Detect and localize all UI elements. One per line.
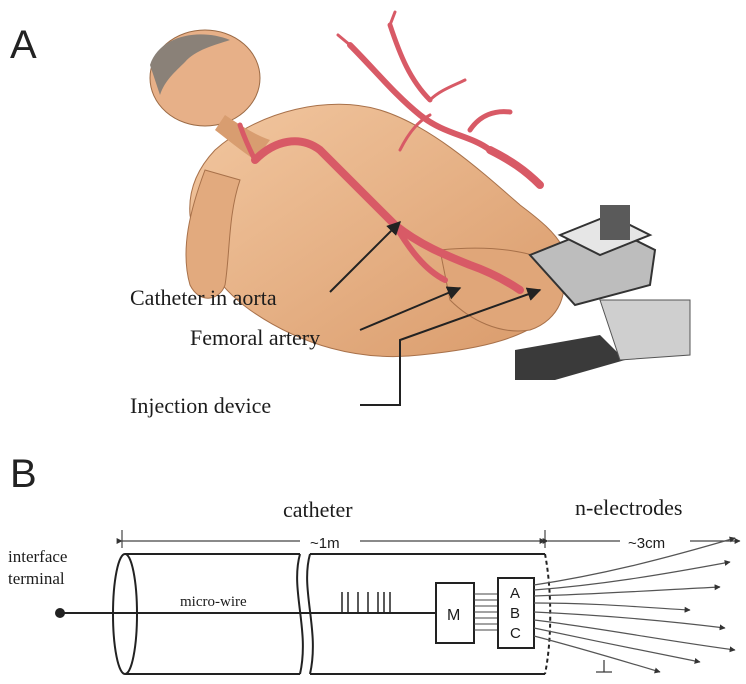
ground-symbol [596, 660, 612, 672]
label-injection-device: Injection device [130, 393, 271, 418]
label-n-electrodes: n-electrodes [575, 495, 683, 520]
label-micro-wire: micro-wire [180, 594, 247, 610]
label-catheter-in-aorta: Catheter in aorta [130, 285, 277, 310]
bus-lines [474, 594, 498, 630]
label-catheter-length: ~1m [310, 535, 340, 552]
inline-components [342, 592, 390, 612]
module-c-label: C [510, 625, 521, 642]
label-interface-line2: terminal [8, 569, 65, 588]
module-m-label: M [447, 607, 460, 624]
panel-b-letter: B [10, 452, 37, 496]
electrode-fan [534, 538, 735, 672]
label-femoral-artery: Femoral artery [190, 325, 320, 350]
panel-a-letter: A [10, 23, 37, 67]
label-catheter: catheter [283, 497, 353, 522]
label-interface-line1: interface [8, 547, 67, 566]
label-electrode-length: ~3cm [628, 535, 665, 552]
module-a-label: A [510, 585, 520, 602]
module-b-label: B [510, 605, 520, 622]
